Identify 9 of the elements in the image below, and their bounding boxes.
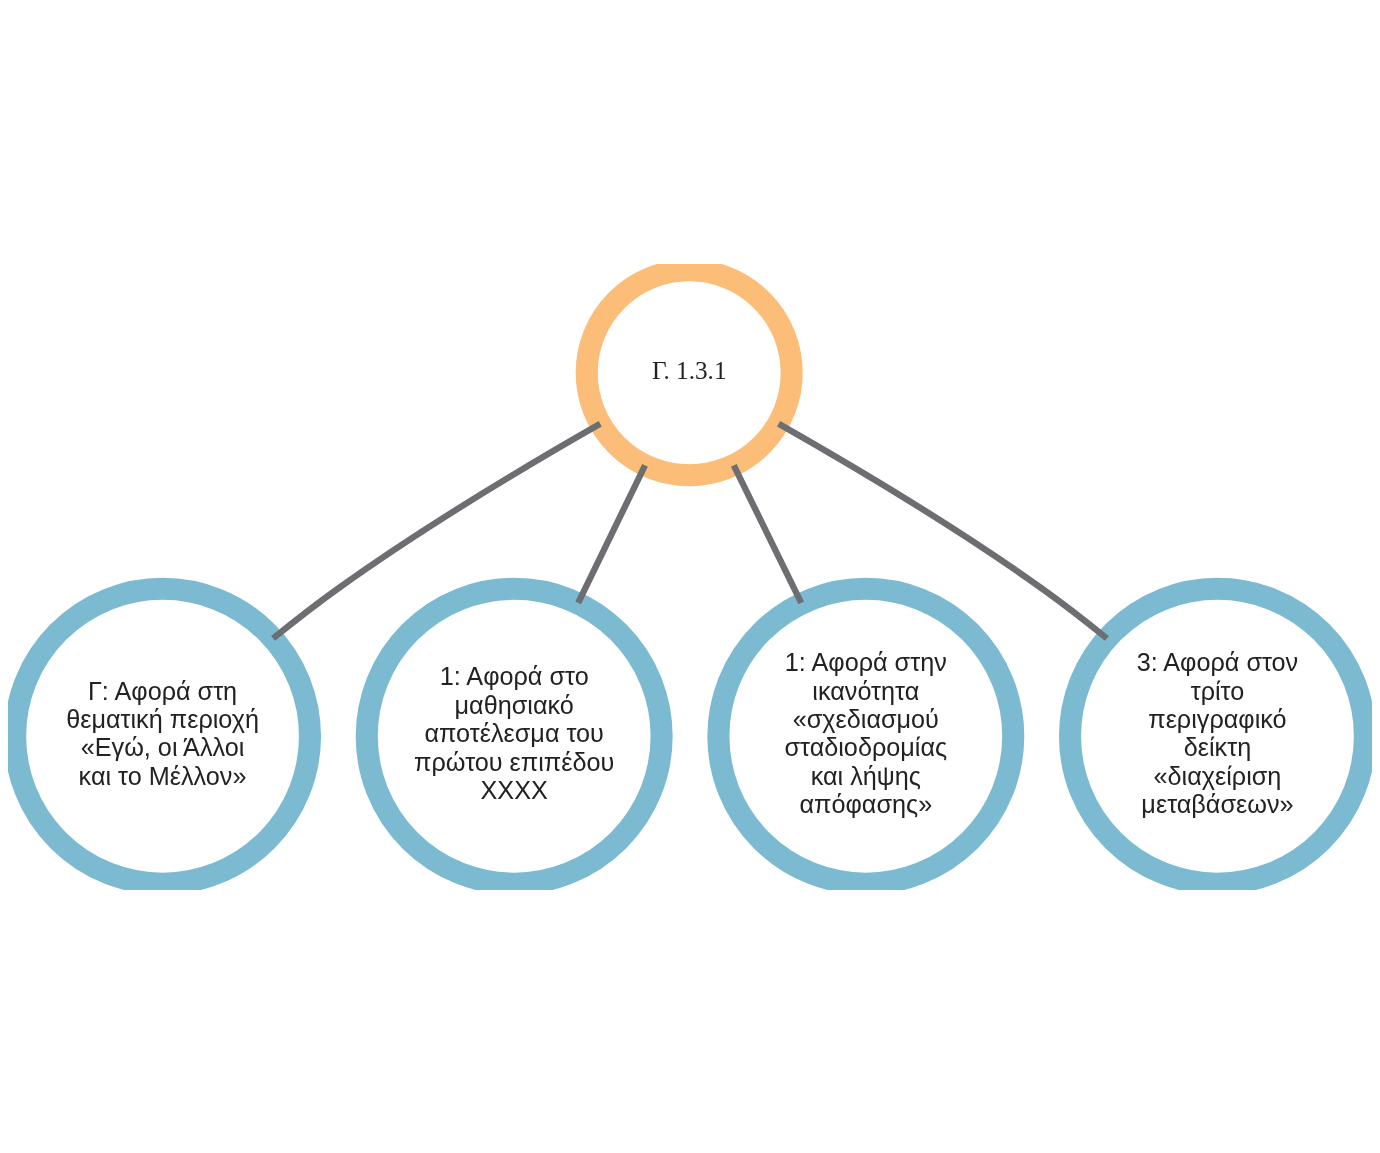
node-circle: 1: Αφορά στο μαθησιακό αποτέλεσμα του πρώτου επιπέδου ΧΧΧΧ xyxy=(355,577,673,890)
node-circle: Γ. 1.3.1 xyxy=(575,263,803,486)
node-circle: 3: Αφορά στον τρίτο περιγραφικό δείκτη «διαχείριση μεταβάσεων» xyxy=(1059,577,1372,890)
node-circle: Γ: Αφορά στη θεματική περιοχή «Εγώ, οι Άλλοι και το Μέλλον» xyxy=(8,577,322,890)
connector xyxy=(730,463,805,604)
connector xyxy=(271,420,602,641)
node-circle: 1: Αφορά στην ικανότητα «σχεδιασμού σταδιοδρομίας και λήψης απόφασης» xyxy=(707,577,1025,890)
connector xyxy=(777,420,1109,641)
connector xyxy=(575,463,648,604)
